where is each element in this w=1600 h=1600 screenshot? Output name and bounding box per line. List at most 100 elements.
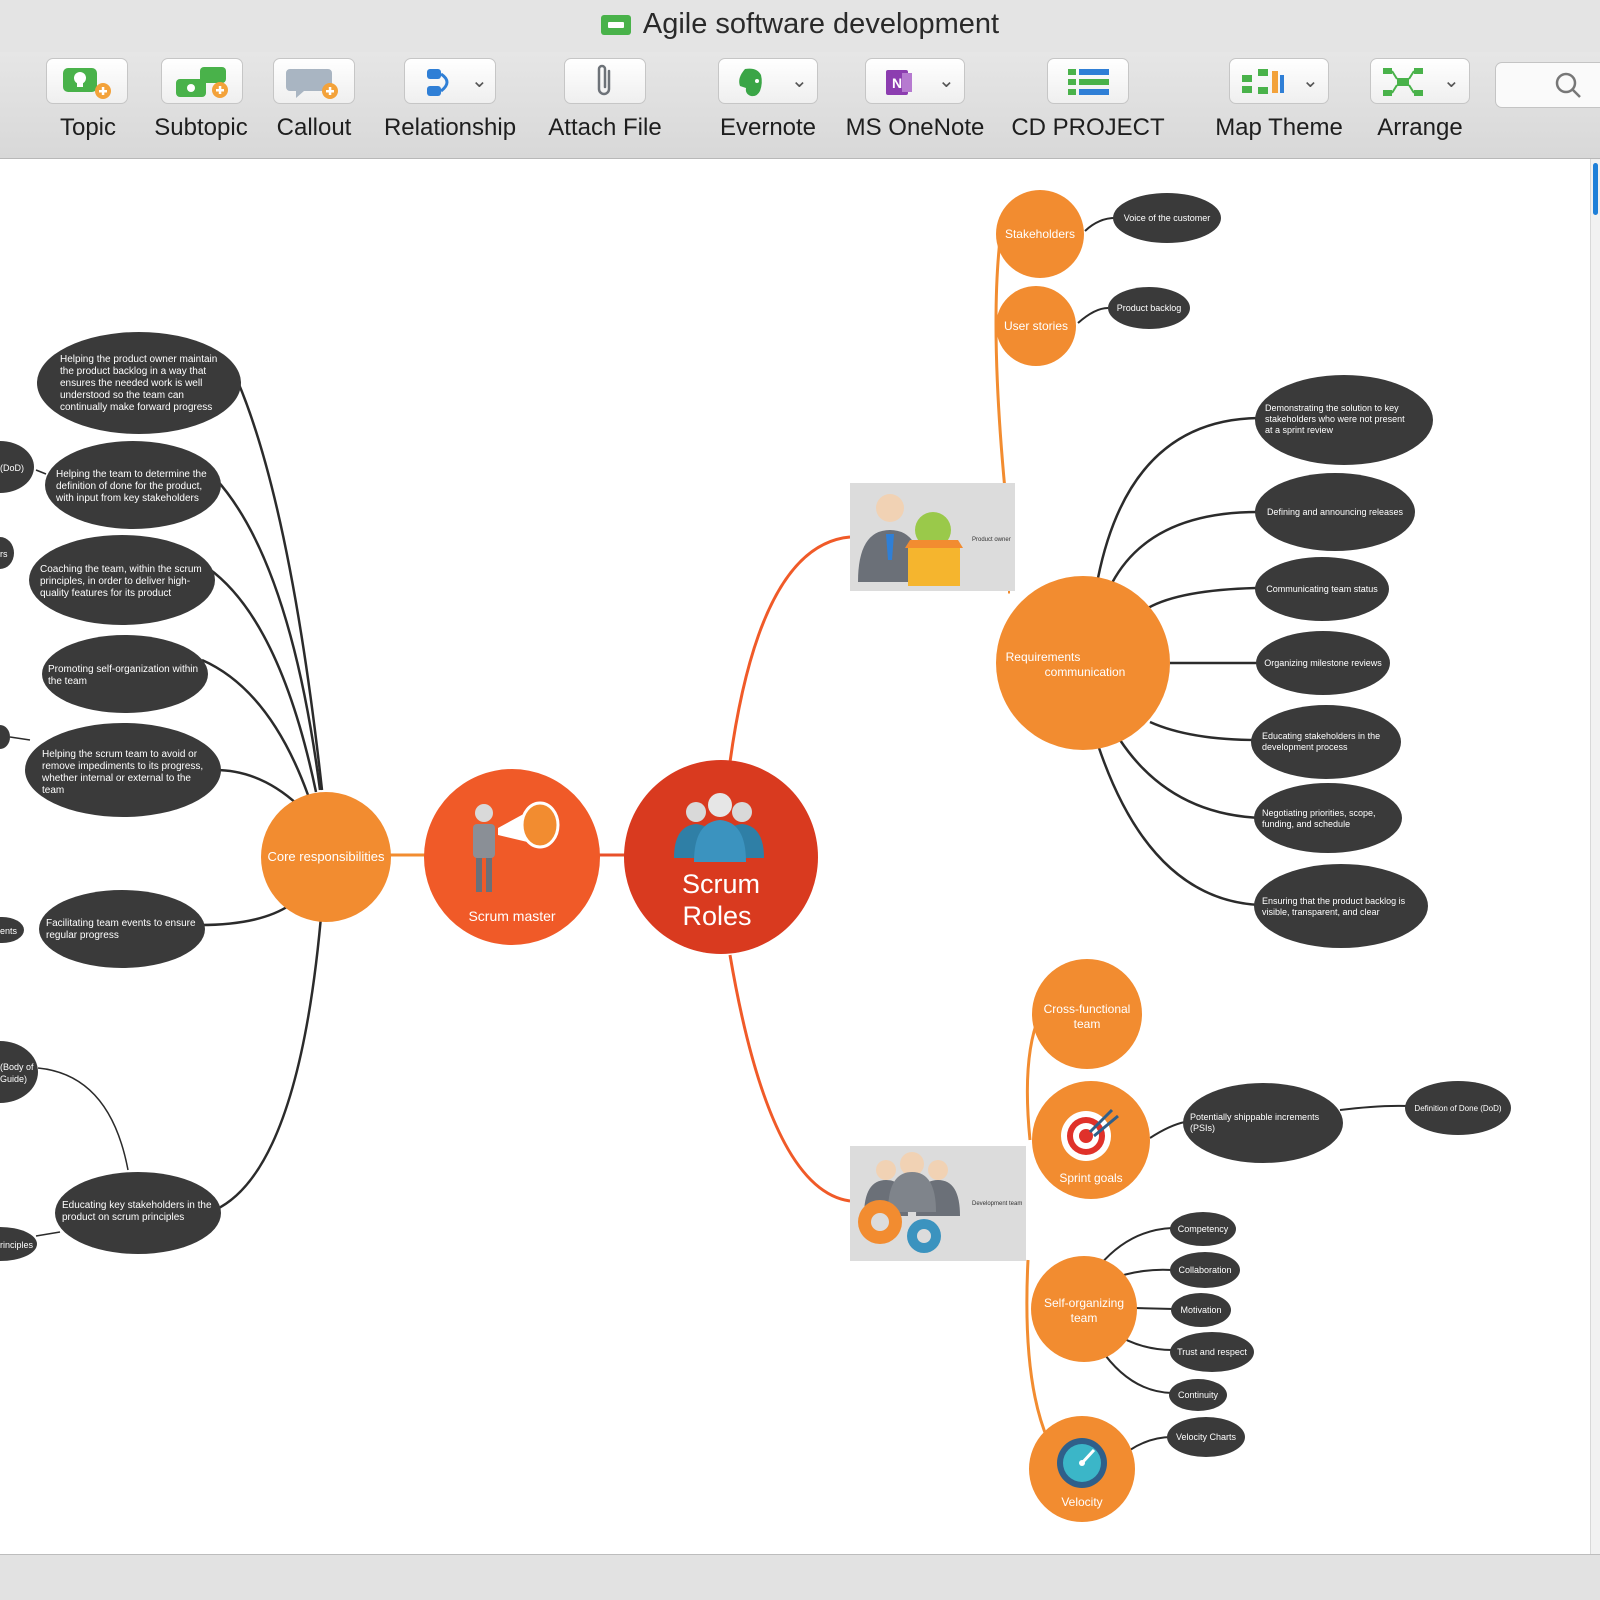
topic-node[interactable]	[1254, 783, 1402, 853]
sprint-goals-topic[interactable]: Sprint goals	[1032, 1081, 1150, 1199]
topic-node[interactable]	[45, 441, 221, 529]
onenote-dropdown-icon[interactable]: ⌄	[938, 70, 955, 92]
topic-label: remove impediments to its progress,	[42, 761, 203, 772]
arrange-button[interactable]: ⌄ Arrange	[1368, 52, 1472, 156]
map-theme-button-face[interactable]: ⌄	[1229, 58, 1329, 104]
topic-label: Negotiating priorities, scope,	[1262, 808, 1376, 818]
search-input[interactable]	[1495, 62, 1600, 108]
relationship-button[interactable]: ⌄ Relationship	[376, 52, 524, 156]
topic-node[interactable]	[1254, 864, 1428, 948]
development-team-topic[interactable]: Development team	[850, 1146, 1026, 1261]
topic-label: Stakeholders	[1005, 227, 1075, 241]
topic-node[interactable]	[29, 535, 215, 625]
scrum-master-topic[interactable]: Scrum master	[424, 769, 600, 945]
partial-topic-label: Guide)	[0, 1074, 27, 1084]
topic-label: (PSIs)	[1190, 1123, 1215, 1133]
topic-node[interactable]	[1169, 1379, 1227, 1411]
speedometer-icon	[1057, 1438, 1107, 1488]
map-theme-dropdown-icon[interactable]: ⌄	[1302, 70, 1319, 92]
topic-label: Communicating team status	[1266, 584, 1378, 594]
topic-label: team	[1074, 1017, 1101, 1031]
topic-button[interactable]: Topic	[44, 52, 132, 156]
connector	[199, 903, 291, 927]
topic-label: quality features for its product	[40, 588, 171, 599]
topic-node[interactable]	[1256, 631, 1390, 695]
topic-node[interactable]	[39, 890, 205, 968]
cd-project-button[interactable]: CD PROJECT	[1006, 52, 1170, 156]
partial-topic-node[interactable]	[0, 1227, 37, 1261]
topic-node[interactable]	[42, 635, 208, 713]
connector	[37, 1067, 129, 1171]
topic-node[interactable]	[1255, 375, 1433, 465]
evernote-button-face[interactable]: ⌄	[718, 58, 818, 104]
subtopic-icon	[176, 67, 228, 98]
velocity-charts-node[interactable]: Velocity Charts	[1167, 1417, 1245, 1457]
vertical-scrollbar[interactable]	[1590, 159, 1600, 1554]
map-theme-icon	[1242, 69, 1284, 94]
ms-onenote-button[interactable]: N ⌄ MS OneNote	[840, 52, 990, 156]
topic-label: Motivation	[1180, 1305, 1221, 1315]
callout-button-face[interactable]	[273, 58, 355, 104]
product-backlog-node[interactable]: Product backlog	[1108, 287, 1190, 329]
map-theme-button[interactable]: ⌄ Map Theme	[1206, 52, 1352, 156]
topic-button-face[interactable]	[46, 58, 128, 104]
topic-label: with input from key stakeholders	[55, 493, 199, 504]
voice-of-customer-node[interactable]: Voice of the customer	[1113, 193, 1221, 243]
ms-onenote-button-face[interactable]: N ⌄	[865, 58, 965, 104]
relationship-dropdown-icon[interactable]: ⌄	[471, 70, 488, 92]
topic-label: Self-organizing	[1044, 1296, 1124, 1310]
core-responsibilities-topic[interactable]: Core responsibilities	[261, 792, 391, 922]
partial-topic-node[interactable]	[0, 537, 14, 569]
topic-label: team	[1071, 1311, 1098, 1325]
topic-node[interactable]	[1171, 1293, 1231, 1327]
cross-functional-team-topic[interactable]: Cross-functional team	[1032, 959, 1142, 1069]
partial-topic-node[interactable]	[0, 917, 24, 943]
connector	[233, 374, 324, 791]
attach-file-button-face[interactable]	[564, 58, 646, 104]
relationship-button-face[interactable]: ⌄	[404, 58, 496, 104]
subtopic-button[interactable]: Subtopic	[148, 52, 254, 156]
topic-label: Trust and respect	[1177, 1347, 1247, 1357]
callout-button[interactable]: Callout	[270, 52, 358, 156]
requirements-communication-topic[interactable]: Requirements communication	[996, 576, 1170, 750]
connector	[1147, 586, 1257, 610]
subtopic-button-face[interactable]	[161, 58, 243, 104]
topic-node[interactable]	[1170, 1252, 1240, 1288]
partial-topic-node[interactable]	[0, 441, 34, 493]
topic-node[interactable]	[37, 332, 241, 434]
connector	[1099, 1347, 1173, 1394]
window-title-text: Agile software development	[642, 8, 1000, 40]
topic-label: visible, transparent, and clear	[1262, 907, 1380, 917]
evernote-dropdown-icon[interactable]: ⌄	[791, 70, 808, 92]
topic-node[interactable]	[55, 1172, 221, 1254]
mind-map-canvas[interactable]: (DoD) rs ents (Body of Guide) rinciples …	[0, 159, 1590, 1554]
topic-label: stakeholders who were not present	[1265, 414, 1405, 424]
partial-topic-label: rs	[0, 549, 8, 559]
partial-topic-node[interactable]	[0, 1041, 38, 1103]
self-organizing-team-topic[interactable]: Self-organizing team	[1031, 1256, 1137, 1362]
topic-node[interactable]	[25, 723, 221, 817]
definition-of-done-node[interactable]: Definition of Done (DoD)	[1405, 1081, 1511, 1135]
arrange-button-face[interactable]: ⌄	[1370, 58, 1470, 104]
topic-label: the team	[48, 676, 87, 687]
evernote-button[interactable]: ⌄ Evernote	[712, 52, 824, 156]
topic-node[interactable]	[1170, 1332, 1254, 1372]
psi-node[interactable]: Potentially shippable increments (PSIs)	[1183, 1083, 1343, 1163]
topic-label: Facilitating team events to ensure	[46, 918, 196, 929]
topic-node[interactable]	[1251, 705, 1401, 779]
velocity-topic[interactable]: Velocity	[1029, 1416, 1135, 1522]
cd-project-button-face[interactable]	[1047, 58, 1129, 104]
attach-file-button[interactable]: Attach File	[540, 52, 670, 156]
scrollbar-thumb[interactable]	[1593, 163, 1598, 215]
stakeholders-topic[interactable]: Stakeholders	[996, 190, 1084, 278]
arrange-dropdown-icon[interactable]: ⌄	[1443, 70, 1460, 92]
topic-node[interactable]	[1255, 557, 1389, 621]
topic-node[interactable]	[1255, 473, 1415, 551]
central-topic[interactable]: Scrum Roles	[624, 760, 818, 954]
product-owner-topic[interactable]: Product owner	[850, 483, 1015, 591]
connector	[1025, 1259, 1050, 1441]
partial-topic-node[interactable]	[0, 725, 10, 749]
user-stories-topic[interactable]: User stories	[996, 286, 1076, 366]
topic-label: principles, in order to deliver high-	[40, 576, 190, 587]
topic-node[interactable]	[1170, 1212, 1236, 1246]
